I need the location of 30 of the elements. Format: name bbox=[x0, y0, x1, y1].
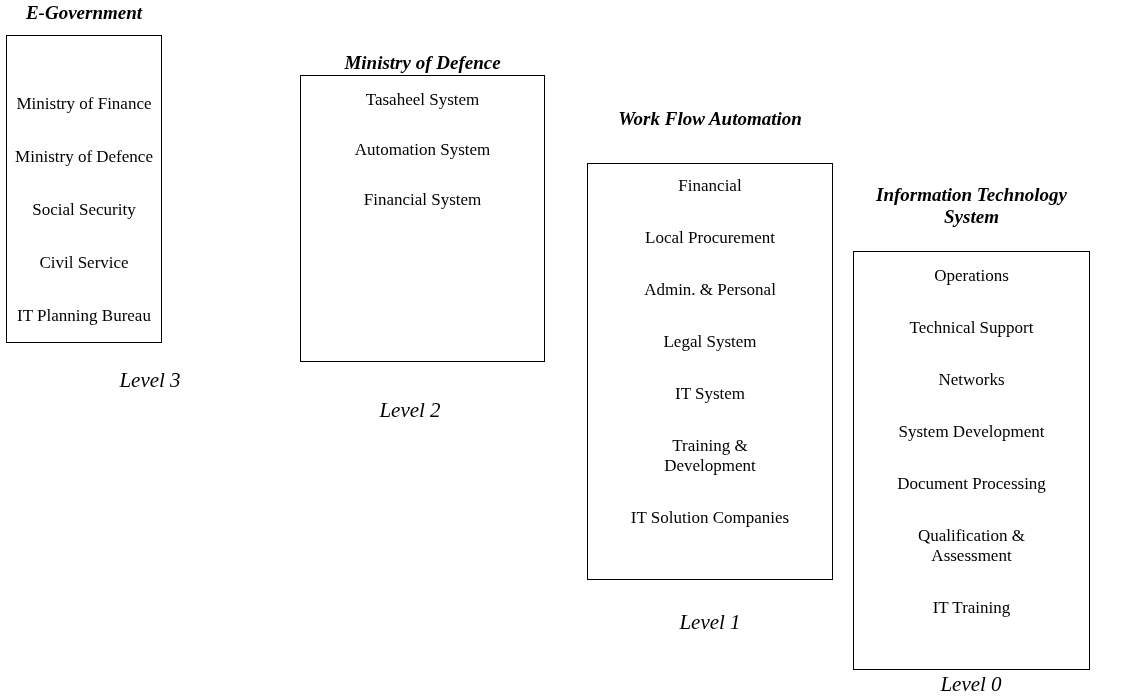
list-item: Training & Development bbox=[663, 436, 757, 476]
level-label: Level 0 bbox=[939, 672, 1003, 696]
list-item: Admin. & Personal bbox=[644, 280, 776, 300]
list-item: Technical Support bbox=[909, 318, 1034, 338]
list-item: Civil Service bbox=[39, 253, 129, 273]
list-item: Networks bbox=[938, 370, 1005, 390]
list-item: Financial bbox=[678, 176, 742, 196]
group-heading: Ministry of Defence bbox=[343, 52, 502, 74]
list-item: Qualification & Assessment bbox=[916, 526, 1027, 566]
list-item: IT Training bbox=[932, 598, 1011, 618]
list-item: Legal System bbox=[663, 332, 757, 352]
list-item: Ministry of Finance bbox=[16, 94, 152, 114]
list-item: Tasaheel System bbox=[365, 90, 480, 110]
list-item: Local Procurement bbox=[645, 228, 775, 248]
list-item: Document Processing bbox=[897, 474, 1046, 494]
list-item: Automation System bbox=[354, 140, 491, 160]
list-item: Ministry of Defence bbox=[15, 147, 153, 167]
list-item: Financial System bbox=[363, 190, 482, 210]
level-label: Level 1 bbox=[678, 610, 742, 634]
group-heading: E-Government bbox=[24, 2, 144, 24]
level-label: Level 3 bbox=[118, 368, 182, 392]
list-item: IT Solution Companies bbox=[630, 508, 790, 528]
list-item: IT System bbox=[674, 384, 746, 404]
list-item: System Development bbox=[898, 422, 1045, 442]
group-heading: Information Technology System bbox=[875, 184, 1068, 228]
group-heading: Work Flow Automation bbox=[617, 108, 803, 130]
list-item: IT Planning Bureau bbox=[17, 306, 151, 326]
list-item: Operations bbox=[934, 266, 1009, 286]
list-item: Social Security bbox=[32, 200, 136, 220]
level-label: Level 2 bbox=[378, 398, 442, 422]
